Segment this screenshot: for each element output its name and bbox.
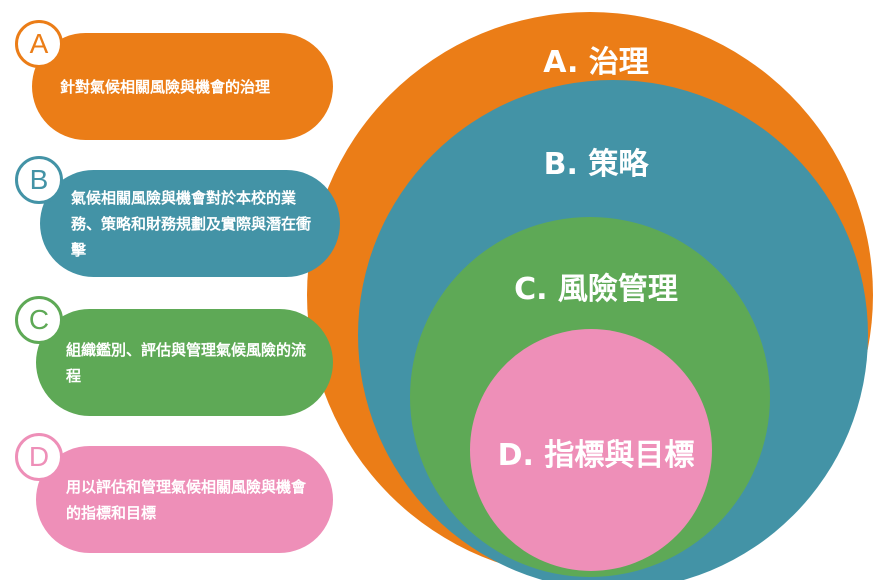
ring-d: [470, 329, 712, 571]
item-c-letter: C: [28, 304, 50, 335]
item-d-pill: 用以評估和管理氣候相關風險與機會的指標和目標: [36, 446, 333, 553]
ring-b-label: B. 策略: [544, 147, 650, 182]
item-d-text: 用以評估和管理氣候相關風險與機會的指標和目標: [66, 477, 307, 522]
item-c-text: 組織鑑別、評估與管理氣候風險的流程: [66, 340, 307, 385]
item-b-pill: 氣候相關風險與機會對於本校的業務、策略和財務規劃及實際與潛在衝擊: [40, 170, 340, 277]
ring-d-label: D. 指標與目標: [498, 438, 695, 473]
item-a-badge: A: [15, 20, 63, 68]
item-b-badge: B: [15, 156, 63, 204]
item-d-letter: D: [28, 441, 50, 472]
item-a-text: 針對氣候相關風險與機會的治理: [60, 77, 271, 96]
item-a-letter: A: [29, 28, 49, 59]
item-c-pill: 組織鑑別、評估與管理氣候風險的流程: [36, 309, 333, 416]
ring-a-label: A. 治理: [543, 45, 649, 80]
item-a-pill: 針對氣候相關風險與機會的治理: [32, 33, 333, 140]
item-c-badge: C: [15, 296, 63, 344]
item-b-letter: B: [29, 164, 49, 195]
ring-c-label: C. 風險管理: [514, 272, 678, 307]
item-d-badge: D: [15, 433, 63, 481]
item-b-text: 氣候相關風險與機會對於本校的業務、策略和財務規劃及實際與潛在衝擊: [71, 188, 312, 259]
